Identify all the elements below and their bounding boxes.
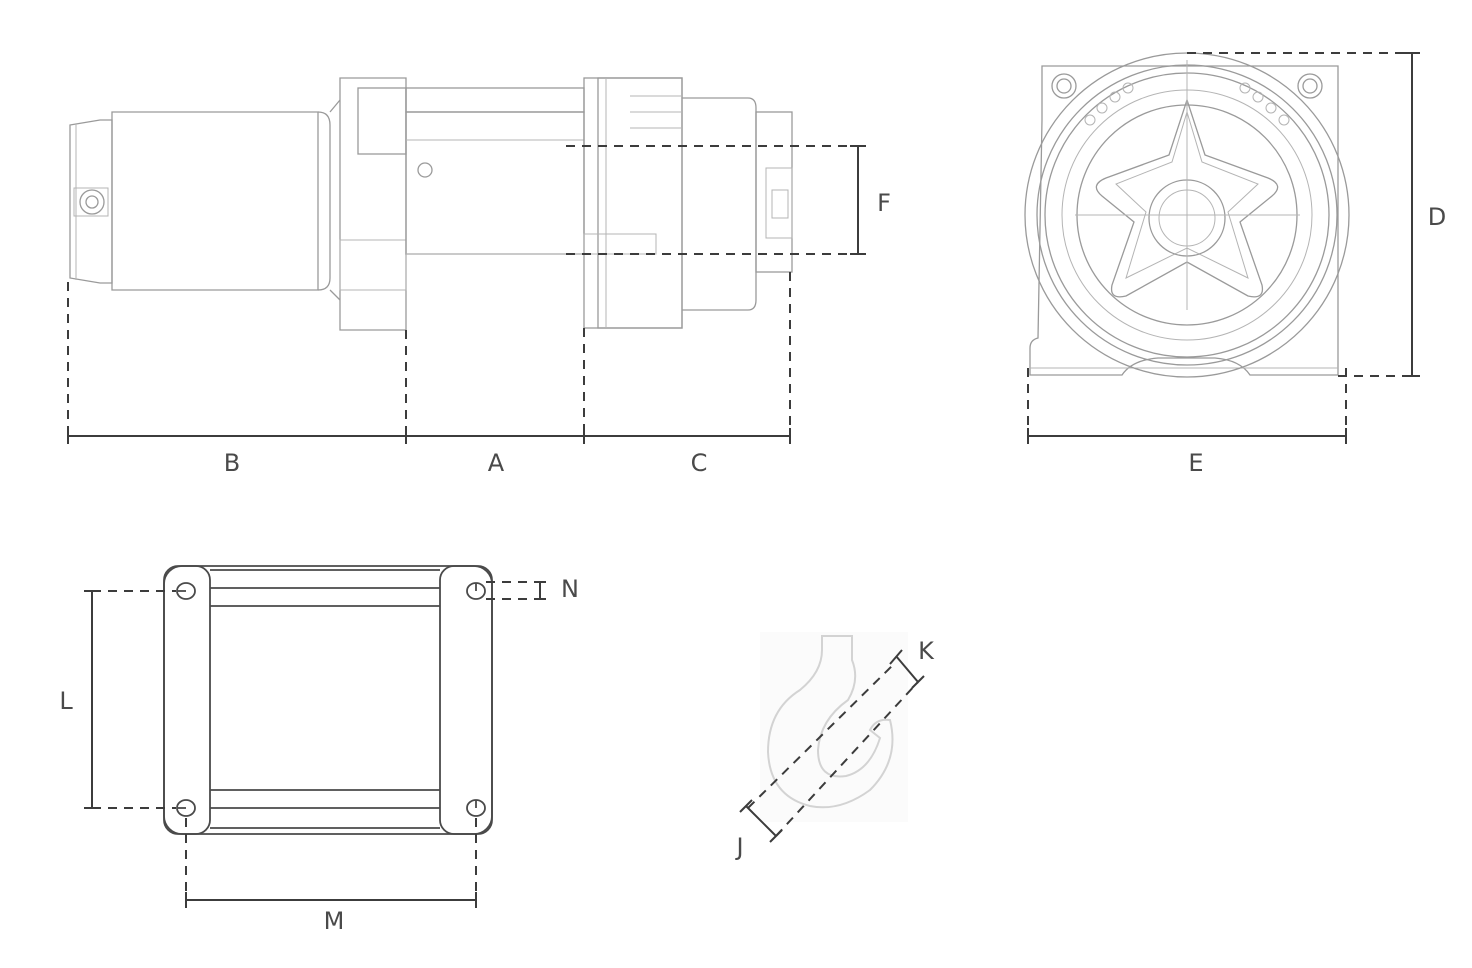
side-view-dimensions [67, 145, 866, 444]
dimension-label-d: D [1428, 203, 1446, 231]
dimension-label-l: L [59, 687, 73, 715]
dimension-label-e: E [1188, 449, 1203, 477]
winch-front-view [1024, 52, 1350, 378]
winch-side-view [69, 77, 793, 331]
dimension-label-c: C [691, 449, 708, 477]
dimension-label-a: A [488, 449, 505, 477]
dimension-label-f: F [877, 189, 891, 217]
dimension-label-m: M [324, 907, 345, 935]
dimension-label-b: B [224, 449, 240, 477]
dimension-label-n: N [561, 575, 579, 603]
hook-dimensions [739, 649, 925, 843]
dimension-label-j: J [734, 833, 743, 861]
hook-view [760, 632, 908, 822]
front-view-dimensions [1027, 52, 1420, 444]
mounting-base-dimensions [84, 581, 546, 908]
dimension-label-k: K [918, 637, 935, 665]
mounting-base-view [163, 565, 493, 835]
